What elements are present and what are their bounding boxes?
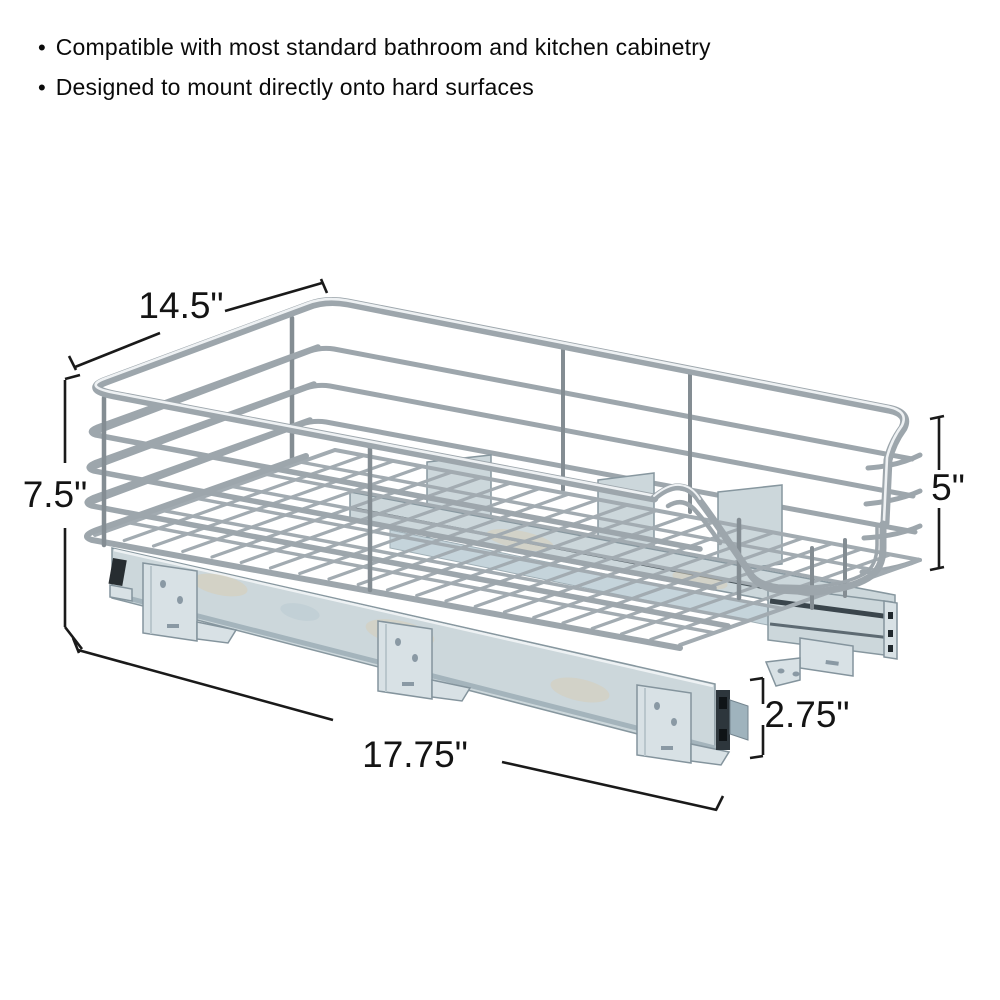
bullet-icon: • xyxy=(38,75,46,100)
mesh-wire xyxy=(127,521,716,635)
dimension-left-height: 7.5" xyxy=(23,373,88,650)
mesh-wire xyxy=(299,460,888,574)
dimension-top-width: 14.5" xyxy=(67,278,329,371)
mesh-wire xyxy=(649,552,893,642)
feature-bullet-item: • Designed to mount directly onto hard s… xyxy=(38,73,711,102)
mesh-wire xyxy=(230,484,819,599)
dimension-right-height: 5" xyxy=(929,414,965,572)
dimension-label-top-width: 14.5" xyxy=(138,285,223,326)
right-slide-rail xyxy=(764,585,898,687)
dimension-label-right-height: 5" xyxy=(931,467,965,508)
feature-bullet-list: • Compatible with most standard bathroom… xyxy=(38,33,711,113)
front-slide-rail xyxy=(108,547,749,766)
feature-bullet-text: Designed to mount directly onto hard sur… xyxy=(55,74,534,100)
basket-scoop-handle xyxy=(650,483,887,610)
basket-top-rim xyxy=(92,297,910,528)
mounting-bracket-center xyxy=(377,620,472,702)
dimension-bottom-length: 17.75" xyxy=(71,637,725,812)
slide-stop-detail xyxy=(108,557,127,587)
mesh-wire xyxy=(619,547,864,636)
dimension-slide-height: 2.75" xyxy=(749,676,850,760)
bullet-icon: • xyxy=(38,35,46,60)
mesh-wire xyxy=(196,496,785,611)
dimension-label-bottom-length: 17.75" xyxy=(362,734,468,775)
dimension-label-left-height: 7.5" xyxy=(23,474,88,515)
slide-rail-end-detail xyxy=(716,690,749,750)
feature-bullet-item: • Compatible with most standard bathroom… xyxy=(38,33,711,62)
mesh-wire xyxy=(161,509,751,623)
mesh-wire xyxy=(264,472,854,586)
basket-front-wall xyxy=(84,344,731,651)
mounting-bracket-left xyxy=(142,562,238,644)
right-rail-mounting-bracket xyxy=(764,637,854,687)
mounting-bracket-right xyxy=(636,684,731,766)
dimension-label-slide-height: 2.75" xyxy=(764,694,849,735)
feature-bullet-text: Compatible with most standard bathroom a… xyxy=(55,34,711,60)
dimension-annotations: 14.5" 7.5" 5" 17.75" xyxy=(23,278,965,812)
